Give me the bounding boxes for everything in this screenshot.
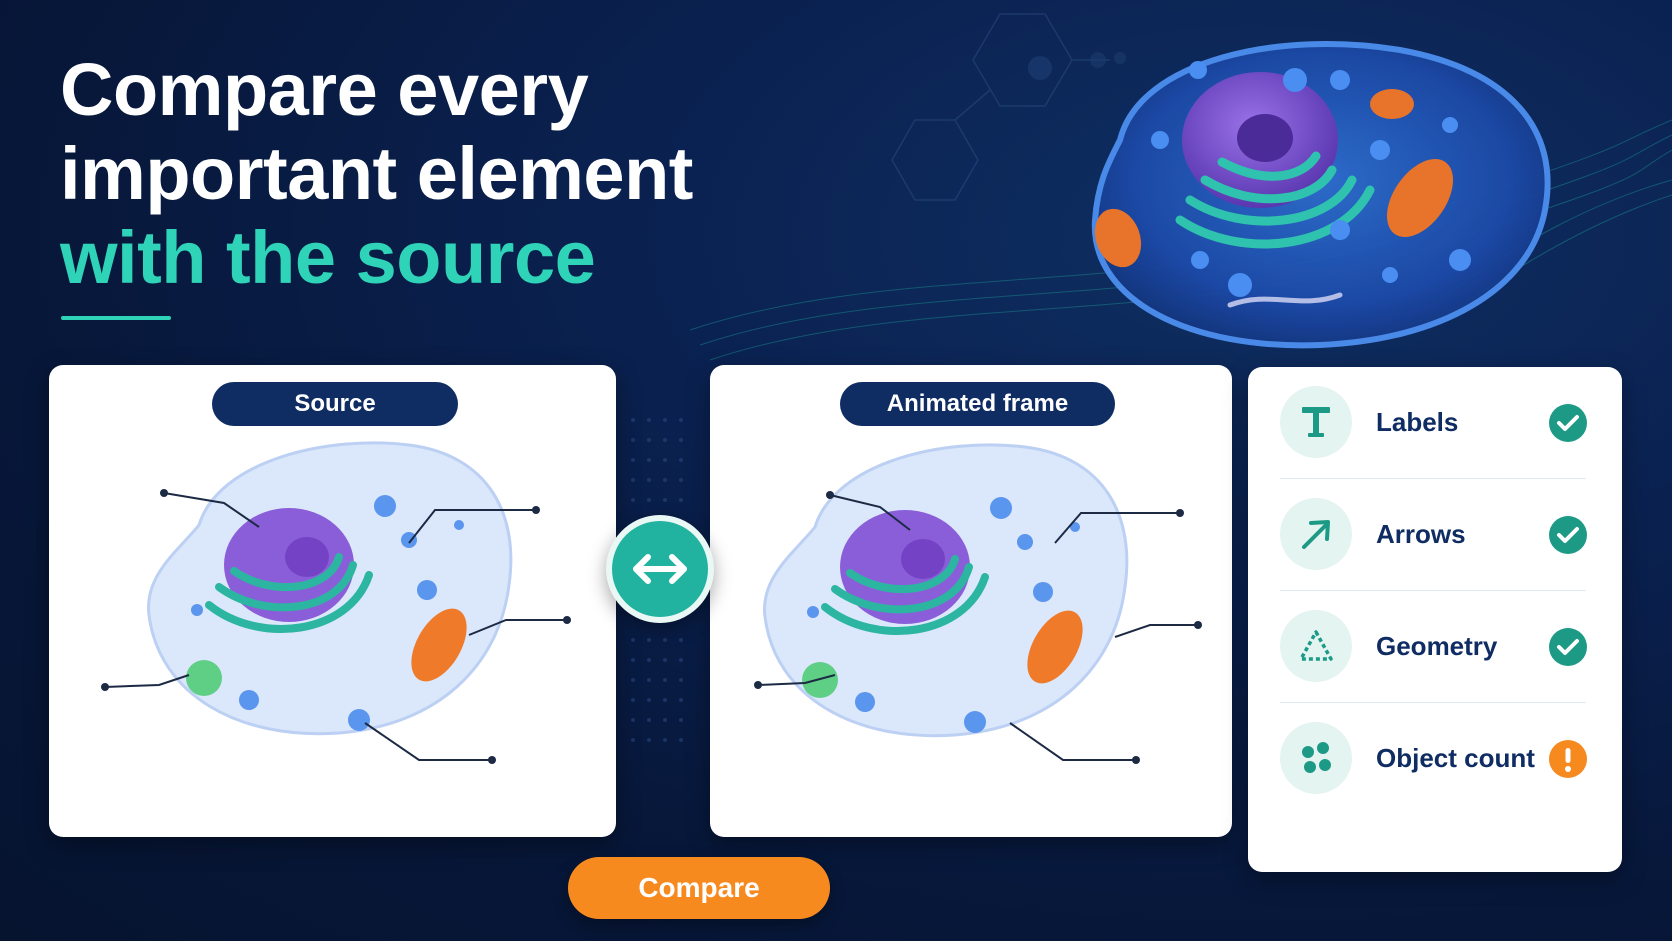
icon-container [1280,610,1352,682]
icon-container [1280,498,1352,570]
headline: Compare every important element with the… [60,48,693,300]
swap-button[interactable] [606,515,714,623]
checklist-label: Labels [1376,407,1459,437]
checklist-item-object-count: Object count [1280,703,1587,814]
checklist-label: Arrows [1376,519,1466,549]
headline-underline [61,316,171,320]
check-icon [1549,516,1587,554]
checklist-item-arrows: Arrows [1280,479,1587,590]
checklist-item-labels: Labels [1280,367,1587,478]
headline-line-2: important element [60,132,693,215]
check-icon [1549,404,1587,442]
icon-container [1280,386,1352,458]
warning-icon [1549,740,1587,778]
checklist-panel: Labels Arrows Geometry [1248,367,1622,872]
headline-line-1: Compare every [60,48,589,131]
animated-frame-label: Animated frame [840,382,1115,426]
text-t-icon [1302,407,1330,437]
checklist-label: Geometry [1376,631,1498,661]
animated-frame-panel: Animated frame [710,365,1232,837]
double-arrow-icon [633,554,687,584]
animated-cell-diagram [754,443,1202,764]
divider [1280,702,1586,703]
icon-container [1280,722,1352,794]
headline-line-3: with the source [60,216,596,299]
arrow-icon [1302,520,1330,549]
checklist-item-geometry: Geometry [1280,591,1587,702]
checklist-label: Object count [1376,743,1535,773]
source-cell-diagram [101,441,571,764]
dots-icon [1302,742,1331,773]
divider [1280,478,1586,479]
hero-cell-illustration [1091,41,1551,349]
triangle-icon [1299,630,1333,661]
compare-button[interactable]: Compare [568,857,830,919]
divider [1280,590,1586,591]
source-label: Source [212,382,458,426]
check-icon [1549,628,1587,666]
source-panel: Source [49,365,616,837]
